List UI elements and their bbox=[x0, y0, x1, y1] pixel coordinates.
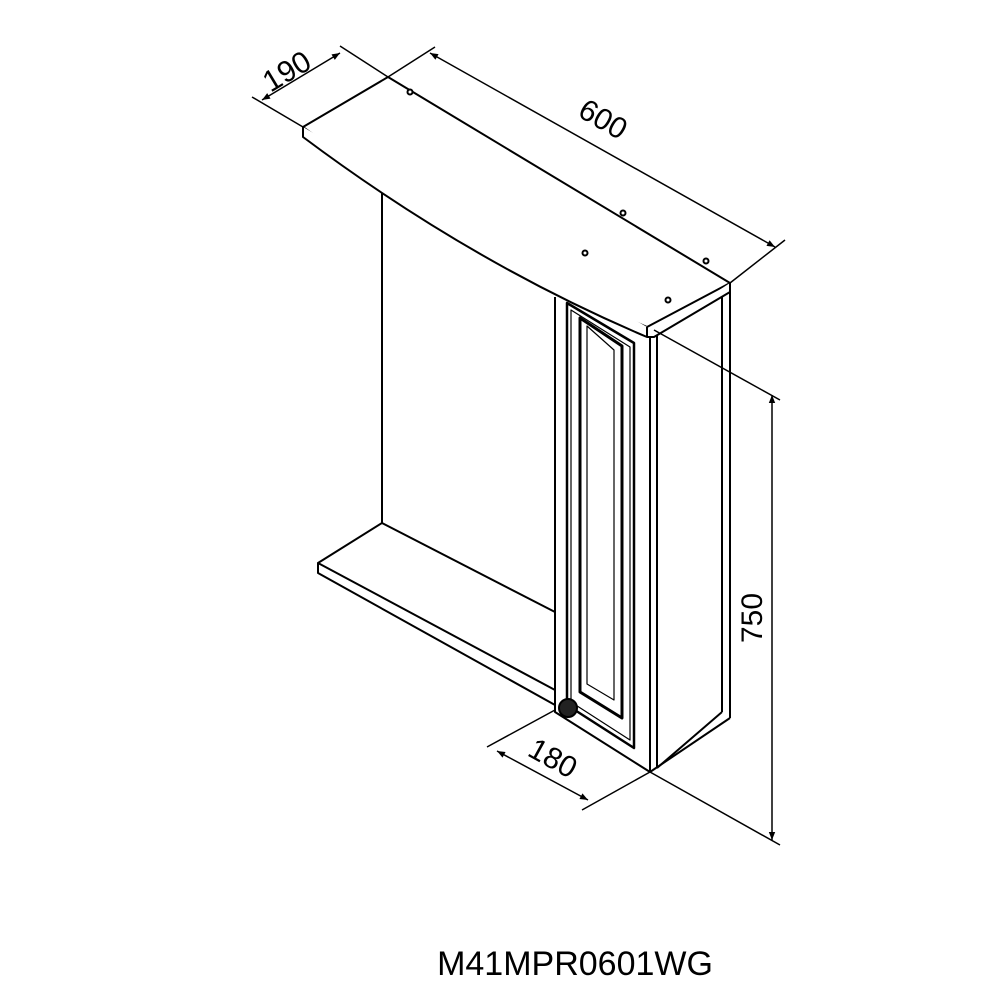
model-code: M41MPR0601WG bbox=[437, 945, 713, 983]
bottom-shelf bbox=[317, 522, 556, 706]
dimension-label-190: 190 bbox=[257, 45, 317, 99]
dimension-depth-bottom bbox=[486, 709, 651, 811]
door-knob-icon bbox=[558, 698, 578, 718]
dimension-height bbox=[649, 329, 781, 846]
dimension-label-750: 750 bbox=[736, 593, 769, 643]
side-panel bbox=[649, 286, 731, 773]
door bbox=[554, 297, 651, 773]
dimension-label-180: 180 bbox=[523, 732, 583, 785]
dimension-depth-top bbox=[251, 45, 389, 128]
dimension-width bbox=[387, 46, 786, 284]
top-board bbox=[302, 76, 731, 338]
